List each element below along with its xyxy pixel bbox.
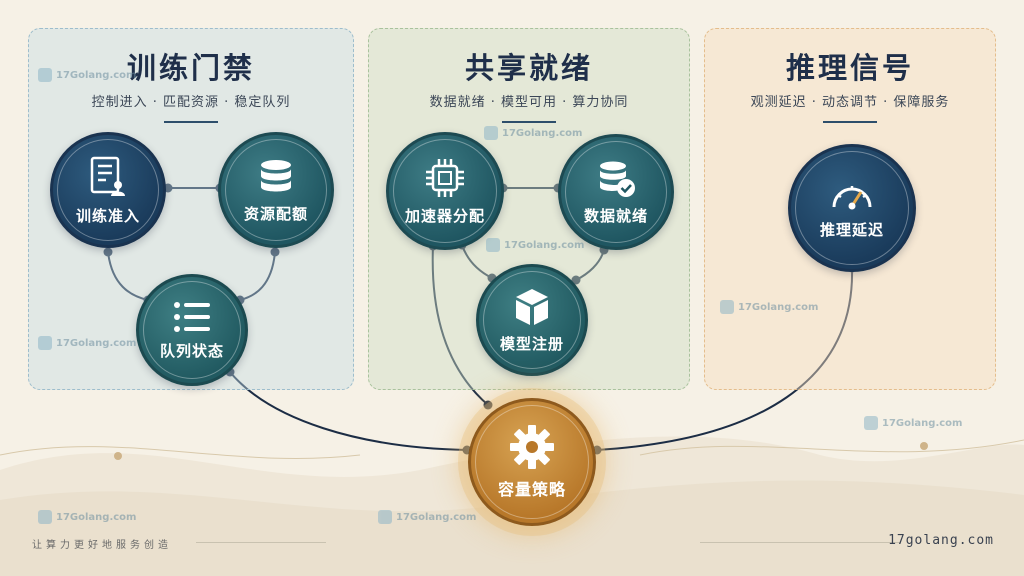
watermark-logo: 17Golang.com <box>38 336 136 350</box>
node-data-ready[interactable]: 数据就绪 <box>558 134 674 250</box>
watermark-logo: 17Golang.com <box>486 238 584 252</box>
watermark-badge-icon <box>864 416 878 430</box>
watermark-logo: 17Golang.com <box>864 416 962 430</box>
speedometer-icon <box>832 185 872 209</box>
footer-site-link[interactable]: 17golang.com <box>888 533 994 548</box>
node-inference-latency[interactable]: 推理延迟 <box>788 144 916 272</box>
panel-subtitle: 控制进入 · 匹配资源 · 稳定队列 <box>91 95 291 110</box>
title-divider <box>823 121 877 123</box>
panel-title: 共享就绪 <box>464 51 593 85</box>
node-resource-quota[interactable]: 资源配额 <box>218 132 334 248</box>
cube-icon <box>516 288 548 325</box>
gear-icon <box>510 425 554 469</box>
list-icon <box>174 301 210 332</box>
watermark-badge-icon <box>484 126 498 140</box>
node-label: 加速器分配 <box>404 206 485 225</box>
chip-icon <box>426 158 464 197</box>
panel-title: 推理信号 <box>785 51 914 85</box>
watermark-badge-icon <box>38 68 52 82</box>
node-label: 推理延迟 <box>819 220 884 239</box>
watermark-logo: 17Golang.com <box>378 510 476 524</box>
node-training-admission[interactable]: 训练准入 <box>50 132 166 248</box>
database-icon <box>261 159 291 191</box>
watermark-logo: 17Golang.com <box>38 510 136 524</box>
watermark-badge-icon <box>720 300 734 314</box>
title-divider <box>502 121 556 123</box>
node-label: 模型注册 <box>499 334 564 353</box>
database-check-icon <box>600 161 635 197</box>
node-model-registry[interactable]: 模型注册 <box>476 264 588 376</box>
watermark-badge-icon <box>486 238 500 252</box>
watermark-badge-icon <box>378 510 392 524</box>
watermark-badge-icon <box>38 336 52 350</box>
panel-inference-signal: 推理信号 观测延迟 · 动态调节 · 保障服务 <box>704 28 996 390</box>
node-accelerator-allocation[interactable]: 加速器分配 <box>386 132 504 250</box>
footer-divider <box>196 542 326 543</box>
node-label: 资源配额 <box>243 204 308 223</box>
panel-subtitle: 观测延迟 · 动态调节 · 保障服务 <box>750 95 950 110</box>
watermark-logo: 17Golang.com <box>720 300 818 314</box>
node-label: 队列状态 <box>159 341 224 360</box>
watermark-logo: 17Golang.com <box>38 68 136 82</box>
panel-title: 训练门禁 <box>126 51 255 85</box>
watermark-badge-icon <box>38 510 52 524</box>
footer-divider <box>700 542 900 543</box>
document-user-icon <box>90 156 125 196</box>
hub-capacity-policy[interactable]: 容量策略 <box>468 398 596 526</box>
footer-slogan: 让算力更好地服务创造 <box>32 540 172 551</box>
node-queue-status[interactable]: 队列状态 <box>136 274 248 386</box>
node-label: 训练准入 <box>75 206 140 225</box>
watermark-logo: 17Golang.com <box>484 126 582 140</box>
title-divider <box>164 121 218 123</box>
panel-subtitle: 数据就绪 · 模型可用 · 算力协同 <box>429 95 629 110</box>
node-label: 数据就绪 <box>583 206 648 225</box>
node-label: 容量策略 <box>497 480 566 499</box>
